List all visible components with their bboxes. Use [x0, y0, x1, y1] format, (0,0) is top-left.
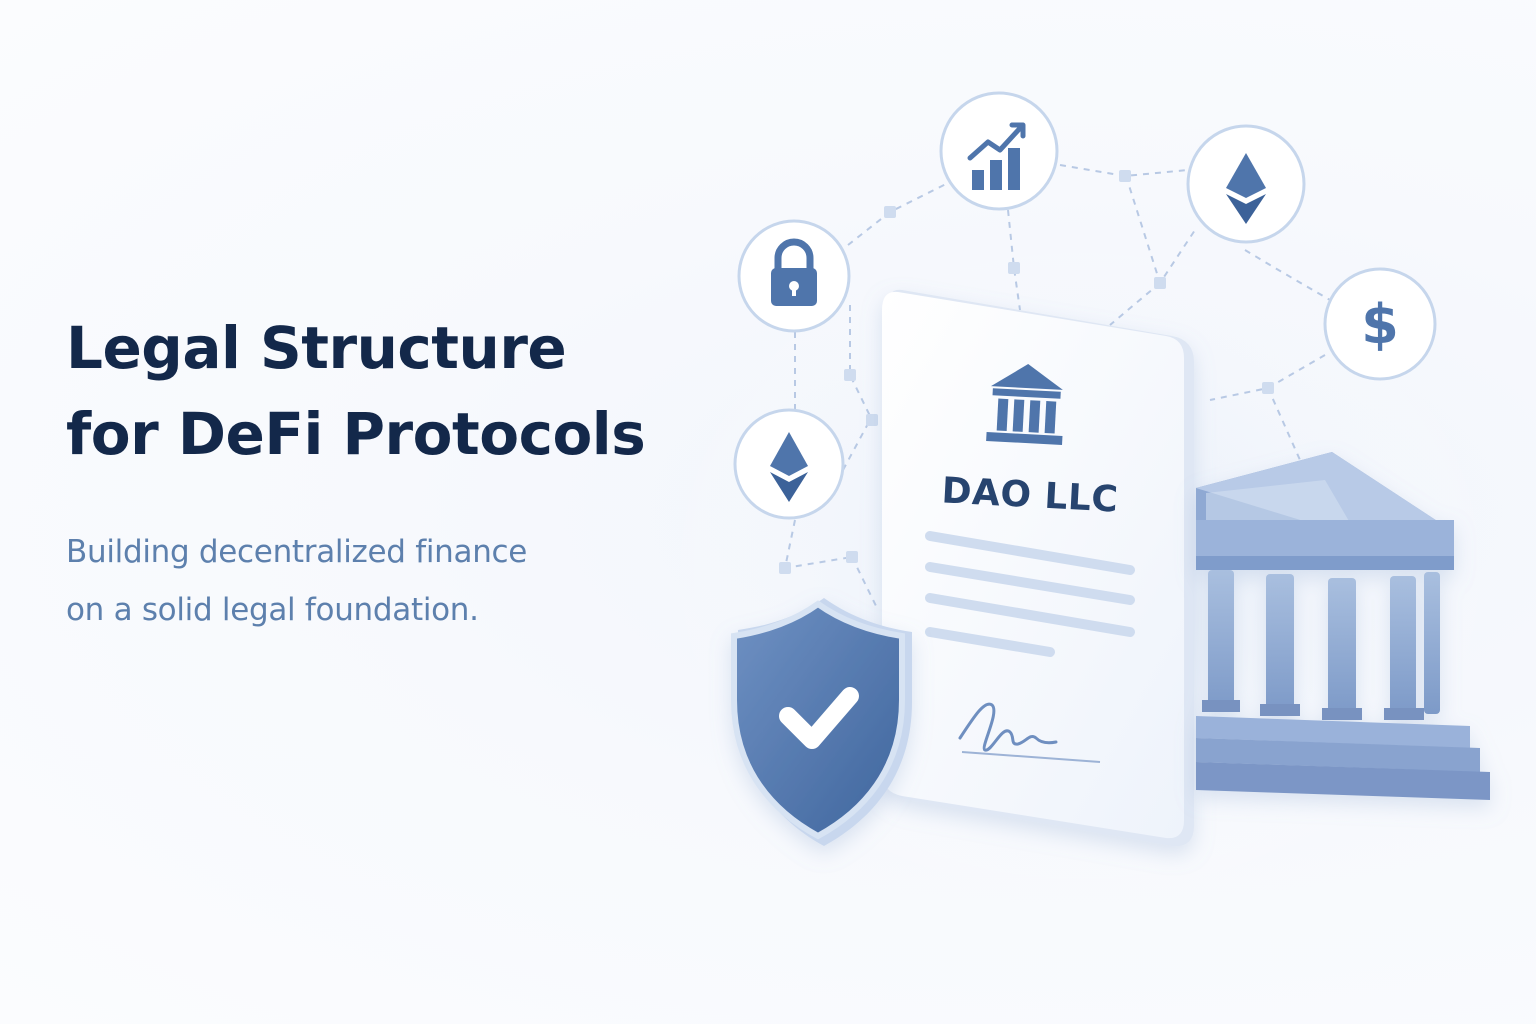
dao-llc-document	[882, 289, 1194, 847]
dollar-icon: $	[1323, 267, 1437, 381]
subtitle-line-1: Building decentralized finance	[66, 534, 528, 570]
shield-check-icon	[731, 598, 912, 846]
title-line-1: Legal Structure	[66, 314, 567, 382]
chart-icon	[939, 91, 1059, 211]
svg-text:$: $	[1361, 293, 1399, 356]
signature-icon	[958, 702, 1101, 763]
ethereum-icon	[1186, 124, 1306, 244]
page-title: Legal Structure for DeFi Protocols	[66, 305, 766, 477]
subtitle-line-2: on a solid legal foundation.	[66, 592, 479, 628]
hero-text: Legal Structure for DeFi Protocols Build…	[66, 305, 766, 639]
document-text-lines	[925, 531, 1135, 657]
title-line-2: for DeFi Protocols	[66, 400, 646, 468]
page-subtitle: Building decentralized finance on a soli…	[66, 523, 766, 639]
lock-icon	[737, 219, 851, 333]
network-nodes	[779, 170, 1274, 574]
bank-icon	[986, 364, 1063, 445]
bank-building-icon	[1196, 452, 1490, 800]
ethereum-icon-left	[733, 408, 845, 520]
